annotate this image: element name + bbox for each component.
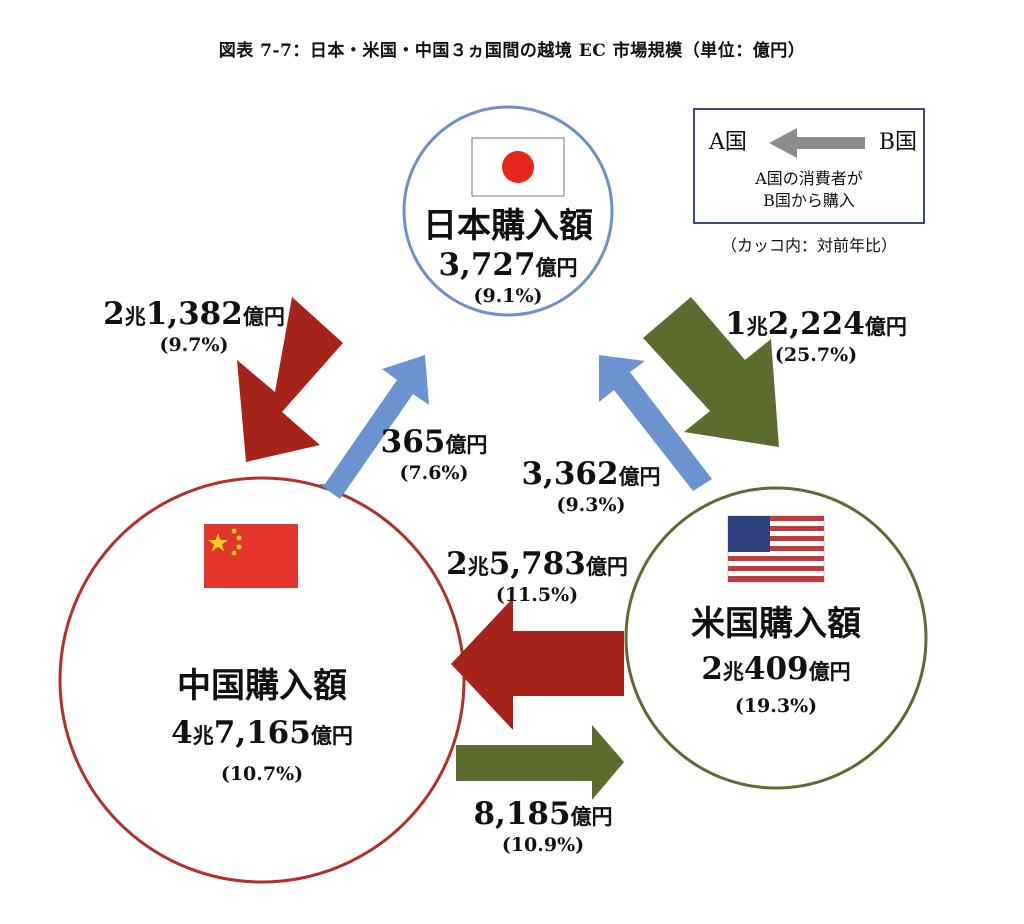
legend-country-b: B国 — [878, 130, 917, 155]
china-node-label: 中国購入額 4兆7,165億円 (10.7%) — [82, 666, 442, 787]
usa-node-amount: 2兆409億円 — [701, 650, 851, 687]
china-from-japan-arrow — [237, 297, 343, 462]
japan-from-usa-arrow — [599, 355, 712, 491]
china-from-usa-label: 2兆5,783億円 (11.5%) — [446, 546, 628, 607]
japan-from-china-arrow — [319, 355, 429, 499]
legend-note: （カッコ内：対前年比） — [720, 236, 897, 255]
legend-arrow-icon — [769, 128, 865, 158]
usa-node-label: 米国購入額 2兆409億円 (19.3%) — [646, 604, 906, 719]
japan-flag-icon — [471, 137, 565, 197]
china-node-pct: (10.7%) — [220, 762, 304, 785]
japan-from-china-label: 365億円 (7.6%) — [380, 424, 488, 485]
japan-node-circle — [402, 105, 614, 317]
china-node-circle — [58, 476, 466, 884]
china-node-amount: 4兆7,165億円 — [171, 714, 353, 751]
japan-node-pct: (9.1%) — [473, 284, 543, 307]
china-from-usa-arrow — [451, 598, 624, 730]
japan-node-name: 日本購入額 — [423, 206, 593, 246]
china-flag-icon — [204, 524, 298, 588]
legend-country-a: A国 — [709, 130, 747, 155]
usa-from-japan-arrow — [643, 297, 779, 447]
usa-node-pct: (19.3%) — [734, 694, 818, 717]
page-title: 図表 7-7：日本・米国・中国３ヵ国間の越境 EC 市場規模（単位：億円） — [218, 41, 806, 61]
usa-from-china-arrow — [456, 725, 624, 800]
usa-node-name: 米国購入額 — [691, 604, 861, 644]
usa-flag-icon — [727, 515, 825, 583]
japan-node-label: 日本購入額 3,727億円 (9.1%) — [404, 206, 612, 309]
china-node-name: 中国購入額 — [177, 666, 347, 706]
usa-from-japan-label: 1兆2,224億円 (25.7%) — [725, 306, 907, 367]
japan-from-usa-label: 3,362億円 (9.3%) — [521, 456, 661, 517]
usa-node-circle — [624, 486, 928, 790]
china-from-japan-label: 2兆1,382億円 (9.7%) — [103, 296, 285, 357]
legend-box: A国 B国 A国の消費者が B国から購入 — [693, 108, 925, 224]
usa-from-china-label: 8,185億円 (10.9%) — [473, 796, 613, 857]
legend-description: A国の消費者が B国から購入 — [755, 169, 863, 210]
japan-node-amount: 3,727億円 — [438, 246, 578, 283]
